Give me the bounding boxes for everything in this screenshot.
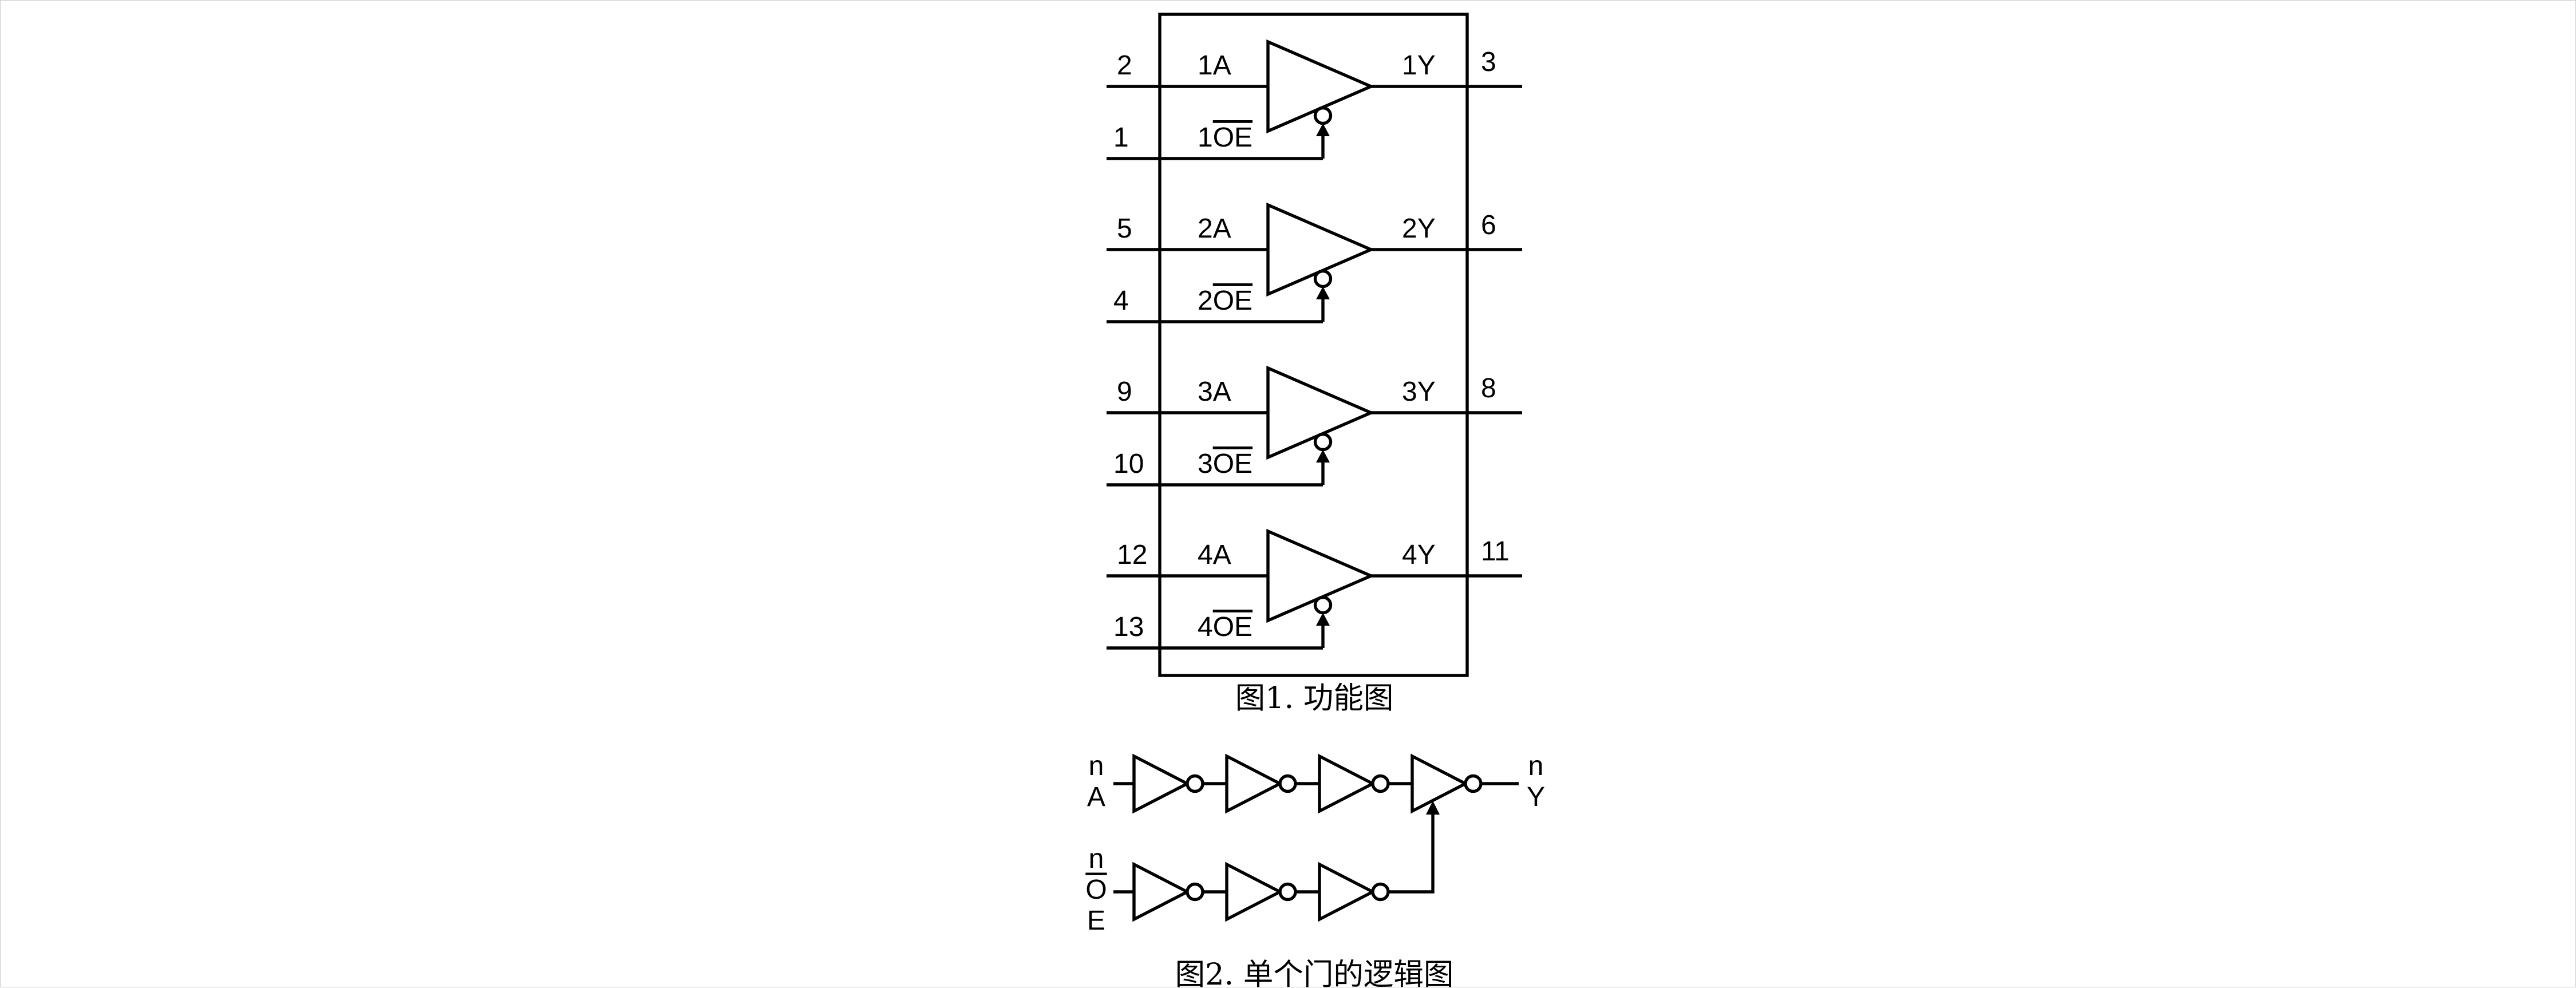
buffer1-enable-bubble — [1313, 106, 1333, 125]
buffer2-output-y-label: 2Y — [1402, 214, 1436, 244]
buffer1-pin-oe-number: 1 — [1113, 122, 1129, 153]
figure2-single-gate-logic-diagram: n A n Y n O — [1085, 751, 1545, 988]
buffer4-enable-bubble — [1313, 595, 1333, 615]
fig2-oe-inverter3-bubble — [1371, 882, 1390, 902]
fig2-input-oe-label-line3: E — [1087, 906, 1105, 936]
fig2-input-a-label-line1: n — [1089, 751, 1104, 781]
fig1-buffer-4: 12 4A 13 4OE 4Y 11 — [1107, 528, 1522, 650]
buffer4-output-y-label: 4Y — [1402, 540, 1436, 570]
figure2-caption: 图2. 单个门的逻辑图 — [1175, 957, 1454, 988]
buffer3-oe-label: 3OE — [1198, 449, 1253, 479]
fig2-inverter2-triangle — [1225, 753, 1283, 814]
buffer3-input-a-label: 3A — [1198, 377, 1231, 407]
buffer3-pin-y-number: 8 — [1481, 373, 1496, 404]
fig2-output-stage-bubble — [1464, 774, 1483, 793]
buffer1-oe-label: 1OE — [1198, 122, 1253, 153]
buffer4-enable-arrowhead — [1316, 612, 1330, 626]
buffer2-pin-y-number: 6 — [1481, 210, 1496, 240]
fig2-oe-inverter3-triangle — [1318, 861, 1376, 922]
buffer3-pin-oe-number: 10 — [1113, 449, 1144, 479]
buffer4-oe-label: 4OE — [1198, 612, 1253, 642]
fig2-output-stage-triangle — [1411, 753, 1469, 814]
buffer1-pin-a-number: 2 — [1117, 50, 1132, 81]
fig1-buffer-1: 2 1A 1 1OE 1Y 3 — [1107, 39, 1522, 160]
buffer1-input-a-label: 1A — [1198, 50, 1231, 81]
figure1-caption: 图1. 功能图 — [1235, 681, 1394, 716]
fig2-output-y-label-line1: n — [1528, 751, 1544, 781]
buffer2-input-a-label: 2A — [1198, 214, 1231, 244]
buffer2-enable-bubble — [1313, 269, 1333, 289]
buffer2-pin-oe-number: 4 — [1113, 286, 1129, 316]
buffer3-pin-a-number: 9 — [1117, 377, 1132, 407]
buffer3-enable-bubble — [1313, 432, 1333, 452]
buffer4-input-a-label: 4A — [1198, 540, 1231, 570]
fig2-input-a-label-line2: A — [1087, 782, 1105, 812]
buffer1-output-y-label: 1Y — [1402, 50, 1436, 81]
fig2-data-path: n A n Y — [1087, 751, 1545, 814]
fig2-oe-inverter2-bubble — [1278, 882, 1297, 902]
fig1-buffer-2: 5 2A 4 2OE 2Y 6 — [1107, 202, 1522, 323]
fig1-buffer-3: 9 3A 10 3OE 3Y 8 — [1107, 365, 1522, 487]
figure1-functional-diagram: 2 1A 1 1OE 1Y 3 5 2A 4 2OE 2Y — [1107, 13, 1522, 716]
fig2-oe-inverter1-bubble — [1186, 882, 1204, 902]
fig2-output-y-label-line2: Y — [1527, 782, 1545, 812]
fig2-inverter2-bubble — [1278, 774, 1297, 793]
buffer1-enable-arrowhead — [1316, 123, 1330, 136]
fig2-enable-path: n O E — [1085, 801, 1440, 936]
fig2-enable-arrowhead — [1426, 801, 1440, 815]
buffer2-oe-label: 2OE — [1198, 286, 1253, 316]
fig2-inverter1-bubble — [1186, 774, 1204, 793]
buffer4-pin-y-number: 11 — [1481, 536, 1510, 567]
buffer3-enable-arrowhead — [1316, 449, 1330, 463]
fig2-oe-inverter1-triangle — [1132, 861, 1191, 922]
buffer2-pin-a-number: 5 — [1117, 214, 1132, 244]
buffer4-pin-a-number: 12 — [1117, 540, 1147, 570]
fig2-oe-inverter2-triangle — [1225, 861, 1283, 922]
fig2-enable-routing-wire — [1388, 813, 1435, 894]
buffer3-output-y-label: 3Y — [1402, 377, 1436, 407]
fig2-input-oe-label-line1: n — [1089, 844, 1104, 874]
buffer4-pin-oe-number: 13 — [1113, 612, 1144, 642]
fig2-inverter1-triangle — [1132, 753, 1191, 814]
buffer2-enable-arrowhead — [1316, 286, 1330, 299]
fig2-inverter3-triangle — [1318, 753, 1376, 814]
fig2-input-oe-label-line2: O — [1085, 875, 1107, 905]
fig2-inverter3-bubble — [1371, 774, 1390, 793]
buffer1-pin-y-number: 3 — [1481, 47, 1496, 77]
